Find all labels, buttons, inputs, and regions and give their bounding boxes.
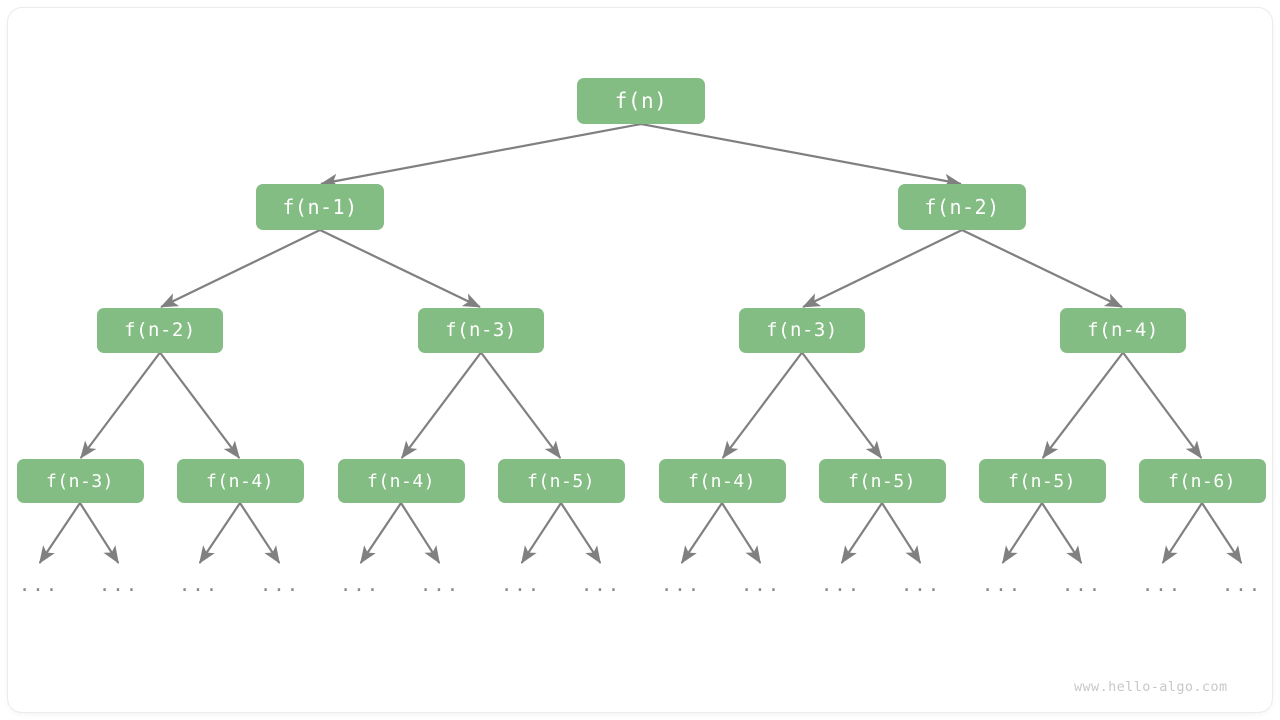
tree-node[interactable]: f(n-4) [337, 459, 465, 503]
ellipsis-leaf: ... [18, 574, 60, 596]
tree-node[interactable]: f(n-1) [256, 184, 384, 230]
tree-node[interactable]: f(n) [577, 78, 705, 124]
tree-node[interactable]: f(n-3) [739, 307, 865, 353]
ellipsis-leaf: ... [1141, 574, 1183, 596]
ellipsis-leaf: ... [660, 574, 702, 596]
ellipsis-leaf: ... [178, 574, 220, 596]
ellipsis-leaf: ... [98, 574, 140, 596]
tree-edge [479, 351, 561, 459]
watermark: www.hello-algo.com [1074, 679, 1228, 695]
tree-node[interactable]: f(n-4) [176, 459, 304, 503]
tree-edge [318, 228, 481, 308]
tree-node-label: f(n) [614, 89, 668, 113]
tree-node-label: f(n-5) [847, 470, 917, 492]
ellipsis-leaf: ... [900, 574, 942, 596]
tree-node[interactable]: f(n-2) [97, 307, 223, 353]
tree-edge [1121, 351, 1202, 459]
ellipsis-leaf: ... [740, 574, 782, 596]
tree-edge [960, 228, 1123, 308]
tree-node-label: f(n-3) [766, 319, 838, 341]
tree-node-label: f(n-1) [282, 195, 358, 219]
tree-node[interactable]: f(n-5) [818, 459, 946, 503]
tree-node[interactable]: f(n-5) [497, 459, 625, 503]
tree-edge [360, 501, 403, 564]
ellipsis-leaf: ... [1061, 574, 1103, 596]
diagram-card: f(n) f(n-1) f(n-2) f(n-2) f(n-3) f(n-3) f(n-4)… [8, 8, 1272, 712]
tree-node[interactable]: f(n-3) [418, 307, 544, 353]
tree-edge [520, 501, 563, 564]
tree-edge [320, 122, 643, 188]
tree-edge [401, 351, 483, 459]
tree-node[interactable]: f(n-6) [1138, 459, 1266, 503]
tree-node[interactable]: f(n-5) [978, 459, 1106, 503]
tree-edge [80, 351, 162, 459]
tree-node-label: f(n-4) [366, 470, 436, 492]
tree-node-label: f(n-2) [124, 319, 196, 341]
tree-edge [722, 351, 804, 459]
tree-edge [639, 122, 962, 188]
ellipsis-leaf: ... [981, 574, 1023, 596]
tree-node-label: f(n-2) [924, 195, 1000, 219]
tree-node-label: f(n-6) [1167, 470, 1237, 492]
tree-edge [199, 501, 242, 564]
tree-node[interactable]: f(n-2) [898, 184, 1026, 230]
tree-edge [160, 228, 322, 308]
tree-edge [39, 501, 82, 564]
ellipsis-leaf: ... [500, 574, 542, 596]
tree-edge [800, 351, 882, 459]
tree-node-label: f(n-3) [45, 470, 115, 492]
tree-edge [559, 501, 602, 564]
tree-node-label: f(n-3) [445, 319, 517, 341]
tree-edge [841, 501, 884, 564]
ellipsis-leaf: ... [259, 574, 301, 596]
ellipsis-leaf: ... [1221, 574, 1263, 596]
tree-node-label: f(n-5) [1007, 470, 1077, 492]
tree-edge [399, 501, 441, 564]
tree-edge [1001, 501, 1044, 564]
tree-edge [1040, 501, 1083, 564]
tree-node[interactable]: f(n-4) [1060, 307, 1186, 353]
tree-edge [158, 351, 240, 459]
tree-edge [720, 501, 762, 564]
ellipsis-leaf: ... [580, 574, 622, 596]
ellipsis-leaf: ... [339, 574, 381, 596]
tree-edge [78, 501, 120, 564]
tree-edge [1200, 501, 1243, 564]
ellipsis-leaf: ... [820, 574, 862, 596]
tree-edge [681, 501, 724, 564]
diagram-stage: f(n) f(n-1) f(n-2) f(n-2) f(n-3) f(n-3) f(n-4)… [8, 8, 1272, 712]
tree-edge [880, 501, 922, 564]
tree-node-label: f(n-4) [205, 470, 275, 492]
tree-node-label: f(n-5) [526, 470, 596, 492]
tree-node-label: f(n-4) [687, 470, 757, 492]
tree-node[interactable]: f(n-4) [658, 459, 786, 503]
tree-edge [238, 501, 281, 564]
tree-node[interactable]: f(n-3) [16, 459, 144, 503]
tree-edge [802, 228, 964, 308]
tree-edge [1042, 351, 1125, 459]
ellipsis-leaf: ... [419, 574, 461, 596]
tree-edge [1161, 501, 1204, 564]
tree-node-label: f(n-4) [1087, 319, 1159, 341]
